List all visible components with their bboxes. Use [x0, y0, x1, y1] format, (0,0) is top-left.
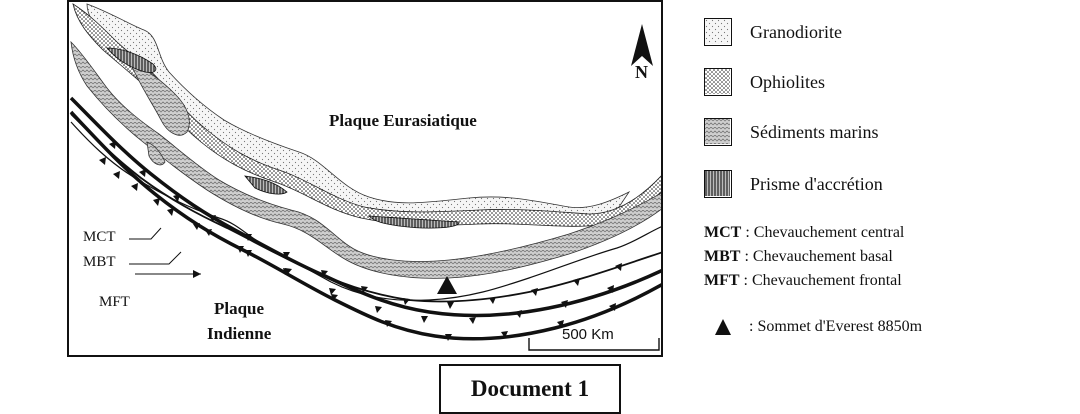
document-title-box: Document 1 — [439, 364, 621, 414]
legend-label: Prisme d'accrétion — [750, 173, 883, 194]
everest-legend: : Sommet d'Everest 8850m — [715, 318, 922, 336]
mbt-thrust — [69, 96, 661, 318]
marine-sediments-swatch-icon — [704, 118, 732, 146]
mct-pointer — [129, 227, 162, 240]
indian-plate-label-line2: Indienne — [207, 324, 272, 343]
legend-label: Ophiolites — [750, 71, 825, 92]
mft-thrust — [69, 110, 661, 341]
mft-label: MFT — [99, 294, 130, 310]
mbt-label: MBT — [83, 254, 116, 270]
thrust-teeth — [99, 141, 622, 341]
granodiorite-swatch-icon — [704, 18, 732, 46]
abbr-mbt: MBT : Chevauchement basal — [704, 248, 893, 266]
everest-triangle-icon — [715, 319, 731, 335]
legend-item-ophiolites: Ophiolites — [704, 68, 825, 96]
accretion-prism-2 — [244, 175, 288, 195]
abbr-code: MFT — [704, 272, 740, 289]
everest-legend-label: : Sommet d'Everest 8850m — [749, 318, 923, 335]
marine-sediments-lens-2 — [146, 141, 166, 166]
abbr-desc: : Chevauchement central — [741, 224, 905, 241]
indian-plate-label-line1: Plaque — [214, 299, 265, 318]
accretion-prism-3 — [367, 215, 460, 229]
map-drawing — [69, 3, 661, 341]
marine-sediments-lens-1 — [128, 59, 190, 136]
abbr-desc: : Chevauchement basal — [740, 248, 893, 265]
legend-item-accretion-prism: Prisme d'accrétion — [704, 170, 883, 198]
abbr-code: MBT — [704, 248, 741, 265]
mct-label: MCT — [83, 229, 116, 245]
north-label: N — [635, 62, 648, 82]
abbr-mct: MCT : Chevauchement central — [704, 224, 904, 242]
marine-sediments-zone — [70, 40, 661, 279]
abbr-code: MCT — [704, 224, 742, 241]
inner-contact-line — [70, 121, 661, 301]
document-title: Document 1 — [470, 376, 590, 401]
scale-label: 500 Km — [562, 326, 614, 343]
everest-marker — [437, 276, 457, 294]
abbr-mft: MFT : Chevauchement frontal — [704, 272, 902, 290]
legend-label: Sédiments marins — [750, 121, 879, 142]
legend-label: Granodiorite — [750, 21, 842, 42]
abbr-desc: : Chevauchement frontal — [739, 272, 902, 289]
ophiolite-zone — [72, 3, 661, 227]
legend-item-granodiorite: Granodiorite — [704, 18, 842, 46]
accretion-prism-1 — [106, 47, 157, 73]
mbt-pointer — [129, 251, 182, 265]
eurasian-plate-label: Plaque Eurasiatique — [329, 111, 477, 130]
scale-bar — [528, 338, 660, 351]
legend-item-marine-sediments: Sédiments marins — [704, 118, 879, 146]
accretion-prism-swatch-icon — [704, 170, 732, 198]
mft-pointer-arrowhead — [193, 270, 201, 278]
ophiolites-swatch-icon — [704, 68, 732, 96]
north-arrow-icon — [631, 24, 653, 66]
geologic-map: Plaque Eurasiatique Plaque Indienne MCT … — [67, 0, 663, 357]
